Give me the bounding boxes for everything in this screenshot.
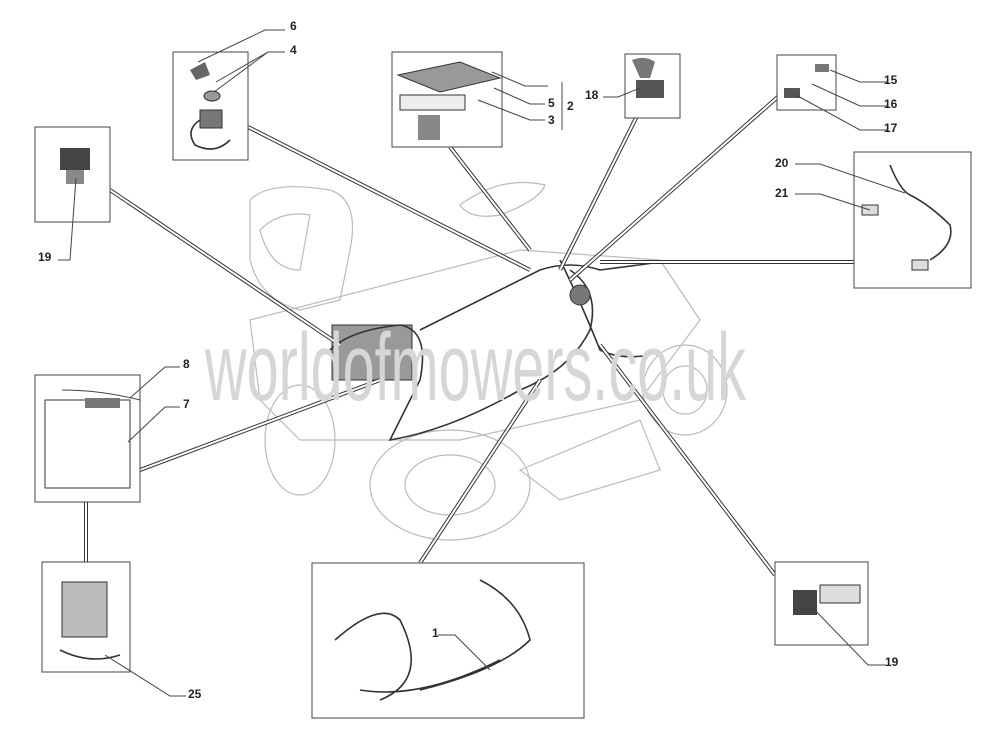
callout-20: 20 (775, 156, 789, 170)
callout-7: 7 (183, 397, 190, 411)
callout-19-left: 19 (38, 250, 52, 264)
callout-5: 5 (548, 96, 555, 110)
wiring-harness-on-tractor (329, 259, 661, 442)
callout-17: 17 (884, 121, 898, 135)
callout-15: 15 (884, 73, 898, 87)
callout-8: 8 (183, 357, 190, 371)
box-fuse-holder (776, 54, 837, 111)
watermark: worldofmowers.co.uk (205, 314, 746, 421)
callout-3: 3 (548, 113, 555, 127)
callout-21: 21 (775, 186, 789, 200)
callout-16: 16 (884, 97, 898, 111)
callout-1: 1 (432, 626, 439, 640)
battery-on-tractor (331, 324, 413, 381)
box-harness (311, 562, 585, 719)
leader-lines (84, 93, 854, 577)
box-ignition-switch (172, 51, 249, 161)
callout-2: 2 (567, 99, 574, 113)
callout-18: 18 (585, 88, 599, 102)
callout-25: 25 (188, 687, 202, 701)
tractor-illustration (249, 182, 728, 541)
callout-6: 6 (290, 19, 297, 33)
callout-lines (58, 29, 906, 697)
callout-19-right: 19 (885, 655, 899, 669)
callout-4: 4 (290, 43, 297, 57)
